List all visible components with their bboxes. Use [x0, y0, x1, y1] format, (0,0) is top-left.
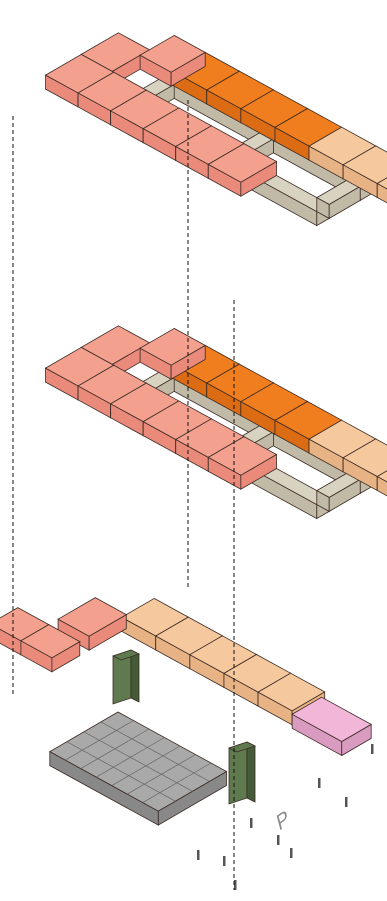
core-south-tower	[229, 742, 255, 804]
ground-floor-level	[0, 598, 374, 890]
ground-parking-deck	[50, 712, 227, 825]
bollard-5	[290, 848, 293, 858]
middle-floor-level	[46, 326, 387, 528]
bollard-6	[250, 818, 253, 828]
bollard-8	[223, 856, 226, 866]
corridor-end	[317, 473, 360, 512]
core-north-tower	[113, 650, 139, 704]
bollard-1	[371, 744, 374, 754]
bollard-3	[345, 797, 348, 807]
top-floor-level	[46, 33, 387, 235]
bollard-2	[318, 778, 321, 788]
bollard-7	[197, 850, 200, 860]
core-south-tower-side	[247, 742, 255, 802]
core-north-tower-side	[131, 650, 139, 702]
corridor-end	[317, 180, 360, 219]
